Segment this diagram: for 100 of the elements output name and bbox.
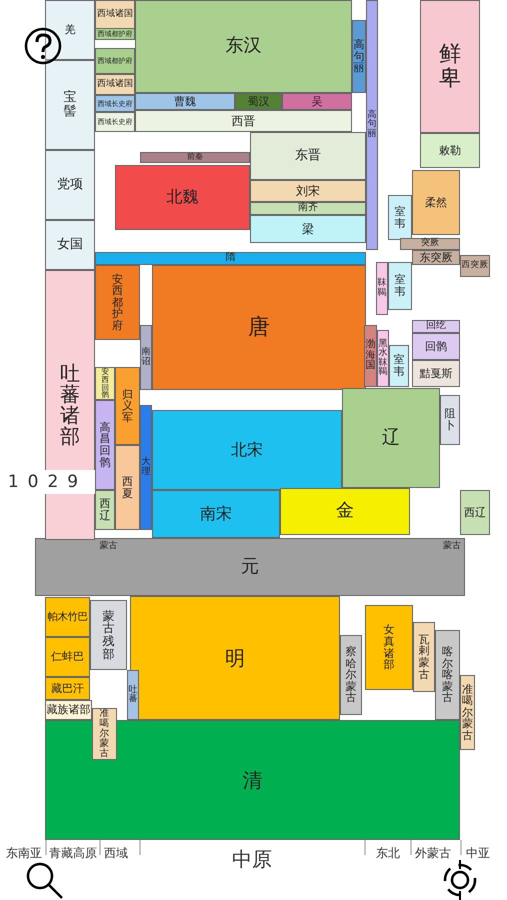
region-block [352, 20, 366, 93]
region-block [250, 132, 366, 180]
region-name: 喀尔喀蒙古 [442, 646, 454, 704]
region-name: 西突厥 [462, 261, 488, 271]
region-block [135, 93, 235, 110]
region-block [388, 262, 412, 310]
region-block [45, 597, 90, 637]
region-label: 东北 [376, 845, 400, 862]
region-label: 东南亚 [6, 845, 42, 862]
region-block [435, 630, 460, 720]
region-name: 帕木竹巴 [48, 612, 88, 622]
region-name: 女国 [57, 238, 83, 252]
region-block [152, 265, 366, 390]
region-block [365, 605, 413, 690]
region-block [92, 708, 117, 760]
region-block [388, 195, 412, 240]
region-block [95, 48, 135, 74]
region-name: 女真诸部 [383, 624, 395, 671]
region-name: 阻卜 [444, 408, 456, 432]
region-name: 蜀汉 [248, 96, 270, 108]
region-block [135, 0, 352, 93]
region-label: 中原 [232, 846, 272, 873]
region-name: 西域诸国 [97, 10, 133, 20]
region-block [152, 410, 342, 490]
region-label: 外蒙古 [415, 845, 451, 862]
region-name: 清 [242, 770, 262, 790]
region-name: 高句丽 [367, 110, 377, 140]
region-block [95, 95, 135, 112]
region-name: 回鹘 [425, 340, 447, 352]
region-name: 唐 [248, 316, 270, 340]
region-block [95, 490, 115, 530]
region-block [340, 635, 362, 715]
region-name: 室韦 [394, 274, 406, 298]
region-label: 西域 [104, 845, 128, 862]
region-block [115, 165, 250, 230]
region-block [45, 150, 95, 220]
region-block [376, 262, 388, 315]
region-name: 前秦 [187, 153, 203, 162]
region-block [400, 238, 460, 250]
region-block [412, 320, 460, 333]
region-block [95, 74, 135, 95]
region-block [95, 400, 115, 490]
region-name: 察哈尔蒙古 [345, 646, 357, 704]
region-block [413, 622, 435, 692]
region-block [420, 0, 480, 133]
region-name: 黠戛斯 [420, 368, 452, 380]
region-name: 辽 [382, 428, 400, 448]
region-block [45, 60, 95, 150]
region-name: 高句丽 [353, 39, 365, 74]
region-name: 蒙古 [443, 542, 461, 552]
region-name: 鲜卑 [438, 43, 462, 90]
region-block [342, 388, 440, 488]
region-name: 蒙古 [100, 542, 118, 552]
region-name: 金 [336, 502, 354, 521]
region-name: 东汉 [226, 37, 262, 56]
region-block [127, 670, 139, 720]
region-name: 吐蕃 [128, 686, 138, 704]
region-label: 中亚 [466, 845, 490, 862]
region-name: 元 [241, 558, 259, 576]
region-name: 准噶尔蒙古 [462, 684, 474, 742]
region-name: 吴 [312, 96, 322, 108]
region-name: 高昌回鹘 [99, 422, 111, 468]
region-block [115, 367, 140, 445]
region-block [45, 220, 95, 270]
region-name: 西辽 [99, 498, 111, 522]
region-name: 西晋 [232, 114, 256, 128]
region-name: 黑水靺鞨 [378, 340, 388, 378]
region-block [35, 538, 465, 596]
region-name: 吐蕃诸部 [60, 363, 80, 447]
region-block [95, 28, 135, 40]
region-name: 党项 [57, 178, 83, 192]
region-name: 蒙古残部 [102, 610, 115, 660]
region-name: 藏巴汗 [51, 682, 84, 694]
region-block [95, 265, 140, 340]
region-block [135, 110, 352, 132]
region-block [140, 405, 152, 530]
region-block [377, 330, 389, 387]
region-block [250, 202, 366, 215]
region-block [45, 677, 90, 700]
region-name: 回纥 [426, 321, 446, 332]
region-name: 室韦 [393, 354, 405, 378]
region-name: 突厥 [421, 239, 439, 249]
region-name: 安西都护府 [112, 274, 124, 332]
region-block [280, 488, 410, 535]
region-name: 刘宋 [296, 184, 320, 198]
region-block [364, 325, 377, 387]
region-block [115, 445, 140, 530]
region-block [95, 252, 366, 265]
region-name: 藏族诸部 [46, 704, 90, 716]
region-name: 西辽 [464, 506, 486, 518]
region-name: 柔然 [425, 196, 447, 208]
region-name: 南齐 [298, 203, 318, 214]
region-block [45, 637, 90, 677]
region-name: 敕勒 [439, 144, 461, 156]
region-block [412, 250, 460, 265]
region-block [95, 367, 115, 400]
region-block [140, 325, 152, 390]
region-block [412, 360, 460, 387]
region-name: 梁 [302, 222, 314, 236]
region-block [282, 93, 352, 110]
